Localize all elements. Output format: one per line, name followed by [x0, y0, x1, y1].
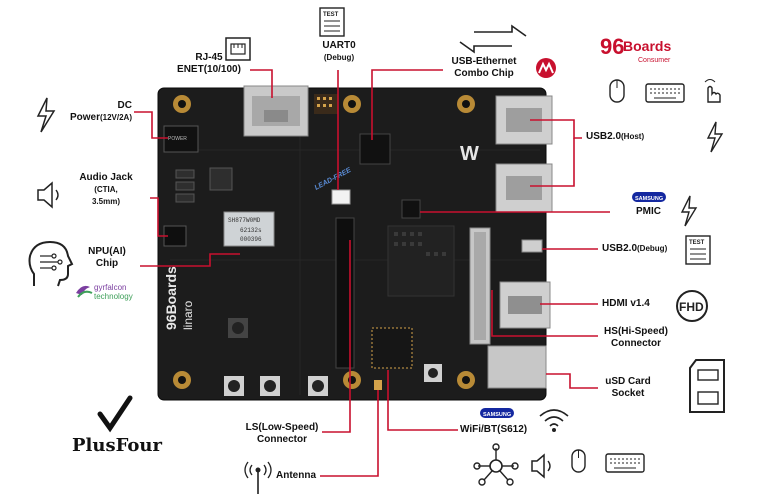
microchip-logo-icon	[536, 58, 556, 78]
dc-power-lightning-icon	[36, 97, 56, 133]
svg-text:SAMSUNG: SAMSUNG	[635, 196, 663, 202]
rj45-label: RJ-45 ENET(10/100)	[177, 52, 241, 75]
samsung-logo: SAMSUNG	[632, 192, 666, 202]
uart-connector	[331, 189, 351, 205]
ls-connector-label: LS(Low-Speed) Connector	[245, 422, 319, 445]
pmic-chip	[401, 199, 421, 219]
usd-socket-label: uSD Card Socket	[605, 376, 651, 399]
svg-text:TEST: TEST	[689, 240, 705, 246]
dc-power-label: DC Power(12V/2A)	[69, 100, 132, 123]
uart-header	[314, 94, 338, 114]
wifi-bt-label: WiFi/BT(S612)	[460, 424, 528, 435]
sd-card-icon	[689, 359, 725, 413]
speaker-icon	[37, 181, 59, 209]
mounting-holes	[173, 95, 475, 389]
svg-text:FHD: FHD	[679, 300, 704, 314]
svg-text:TEST: TEST	[323, 12, 339, 18]
mouse-icon	[609, 79, 625, 103]
usb-debug-port	[521, 239, 543, 253]
ethernet-port-icon	[225, 37, 251, 61]
wifi-samsung-logo: SAMSUNG	[480, 408, 514, 418]
ls-connector	[335, 217, 355, 369]
svg-text:POWER: POWER	[168, 136, 187, 142]
soc-area	[387, 225, 455, 297]
power-components	[175, 167, 233, 203]
svg-text:SH877W0MD: SH877W0MD	[228, 217, 261, 224]
plusfour-logo: PlusFour	[72, 435, 162, 456]
wifi-icon	[539, 409, 569, 432]
svg-text:Consumer: Consumer	[638, 57, 671, 64]
pmic-lightning-icon	[680, 195, 698, 227]
plusfour-check-icon	[97, 395, 133, 433]
svg-text:000396: 000396	[240, 236, 262, 243]
hdmi-port	[499, 281, 551, 329]
hs-connector	[469, 227, 491, 345]
hdmi-label: HDMI v1.4	[602, 298, 650, 309]
board-buttons	[224, 318, 442, 396]
96boards-logo: 96 Boards Consumer	[600, 34, 671, 64]
network-hub-icon	[473, 443, 519, 486]
uart-label: UART0 (Debug)	[322, 40, 356, 62]
usd-socket	[487, 345, 547, 389]
audio-jack-label: Audio Jack (CTIA, 3.5mm)	[79, 172, 133, 206]
npu-chip: SH877W0MD 62132s 000396	[223, 211, 275, 247]
hs-connector-label: HS(Hi-Speed) Connector	[604, 326, 668, 349]
antenna-label: Antenna	[276, 470, 316, 481]
rj45-jack	[243, 85, 309, 137]
lightning-icon	[706, 121, 724, 153]
debug-test-icon: TEST	[685, 235, 711, 265]
bottom-speaker-icon	[531, 453, 551, 479]
usb-debug-label: USB2.0(Debug)	[602, 243, 668, 254]
usb-host-label: USB2.0(Host)	[586, 131, 645, 142]
dc-jack: POWER	[163, 125, 199, 153]
bottom-mouse-icon	[571, 449, 586, 473]
pmic-label: PMIC	[636, 206, 661, 217]
svg-text:96: 96	[600, 34, 624, 59]
usb-host-ports	[495, 95, 553, 213]
pcb-board: POWER SH877W0MD 62132s 000396 LEAD-FREE …	[157, 85, 553, 401]
svg-text:62132s: 62132s	[240, 227, 262, 234]
test-checklist-icon: TEST	[319, 7, 345, 37]
wifi-module	[371, 327, 413, 369]
keyboard-icon	[645, 83, 685, 103]
callout-lines	[134, 69, 610, 477]
svg-text:SAMSUNG: SAMSUNG	[483, 412, 511, 418]
usb-ethernet-label: USB-Ethernet Combo Chip	[451, 56, 517, 79]
gyrfalcon-text: gyrfalcon technology	[94, 283, 133, 301]
bottom-keyboard-icon	[605, 453, 645, 473]
antenna-point	[374, 380, 382, 390]
bidirectional-arrows-icon	[459, 24, 527, 54]
fhd-icon: FHD	[676, 290, 708, 322]
board-silkscreen-brand: 96Boards linaro	[163, 266, 195, 330]
usb-ethernet-chip	[359, 133, 391, 165]
gyrfalcon-logo	[76, 285, 93, 298]
svg-text:linaro: linaro	[181, 300, 195, 330]
ai-head-icon	[28, 240, 74, 287]
svg-text:Boards: Boards	[623, 38, 671, 54]
antenna-icon	[244, 461, 272, 494]
touch-gesture-icon	[704, 79, 721, 103]
svg-text:96Boards: 96Boards	[163, 266, 179, 330]
w-logo: W	[460, 143, 479, 165]
npu-label: NPU(AI) Chip	[88, 246, 126, 269]
